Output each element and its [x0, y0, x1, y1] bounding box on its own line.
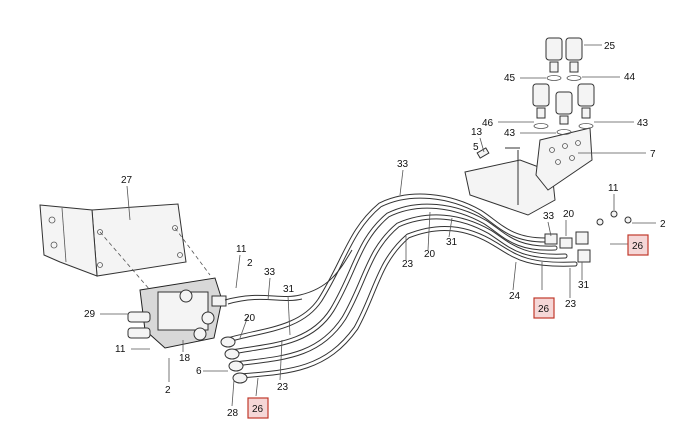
callout-c11b: 11 [236, 244, 247, 255]
highlight-h1: 26 [627, 234, 649, 256]
hose-bundle [224, 193, 578, 379]
highlight-callouts: 26 26 26 [247, 234, 649, 419]
callout-c31c: 31 [578, 280, 590, 291]
callout-c46: 46 [482, 118, 494, 129]
highlight-box [533, 297, 555, 319]
callout-c2a: 2 [660, 219, 666, 230]
callout-c25: 25 [604, 41, 616, 52]
coupler-bracket [464, 127, 593, 216]
callout-c31a: 31 [446, 237, 458, 248]
highlight-label: 26 [538, 304, 550, 315]
control-valve [127, 277, 227, 349]
callout-c24: 24 [509, 291, 521, 302]
callout-c45: 45 [504, 73, 516, 84]
highlight-label: 26 [252, 404, 264, 415]
mounting-plate [39, 203, 211, 291]
callout-c27: 27 [121, 175, 133, 186]
callout-c6: 6 [196, 366, 202, 377]
callout-c13: 13 [471, 127, 483, 138]
highlight-label: 26 [632, 241, 644, 252]
callout-c18: 18 [179, 353, 191, 364]
valve-couplers [220, 336, 248, 384]
highlight-h3: 26 [247, 397, 269, 419]
callout-c31b: 31 [283, 284, 295, 295]
callout-c20b: 20 [424, 249, 436, 260]
callout-c44: 44 [624, 72, 636, 83]
callout-c29: 29 [84, 309, 96, 320]
callout-c20a: 20 [563, 209, 575, 220]
callout-c23c: 23 [277, 382, 289, 393]
callout-c20c: 20 [244, 313, 256, 324]
callout-c33a: 33 [397, 159, 409, 170]
right-fittings [544, 210, 632, 263]
highlight-h2: 26 [533, 297, 555, 319]
callout-c23b: 23 [565, 299, 577, 310]
callout-c11c: 11 [115, 344, 126, 355]
callout-c5: 5 [473, 142, 479, 153]
callout-c2b: 2 [247, 258, 253, 269]
callout-c43a: 43 [504, 128, 516, 139]
highlight-box [247, 397, 269, 419]
callout-c28: 28 [227, 408, 239, 419]
callout-c33c: 33 [264, 267, 276, 278]
callout-c2c: 2 [165, 385, 171, 396]
highlight-box [627, 234, 649, 256]
quick-couplers [532, 37, 595, 135]
callout-c43b: 43 [637, 118, 649, 129]
callout-c23a: 23 [402, 259, 414, 270]
callout-c11a: 11 [608, 183, 619, 194]
callout-c7: 7 [650, 149, 656, 160]
callout-c33b: 33 [543, 211, 555, 222]
leader-lines [100, 44, 656, 407]
